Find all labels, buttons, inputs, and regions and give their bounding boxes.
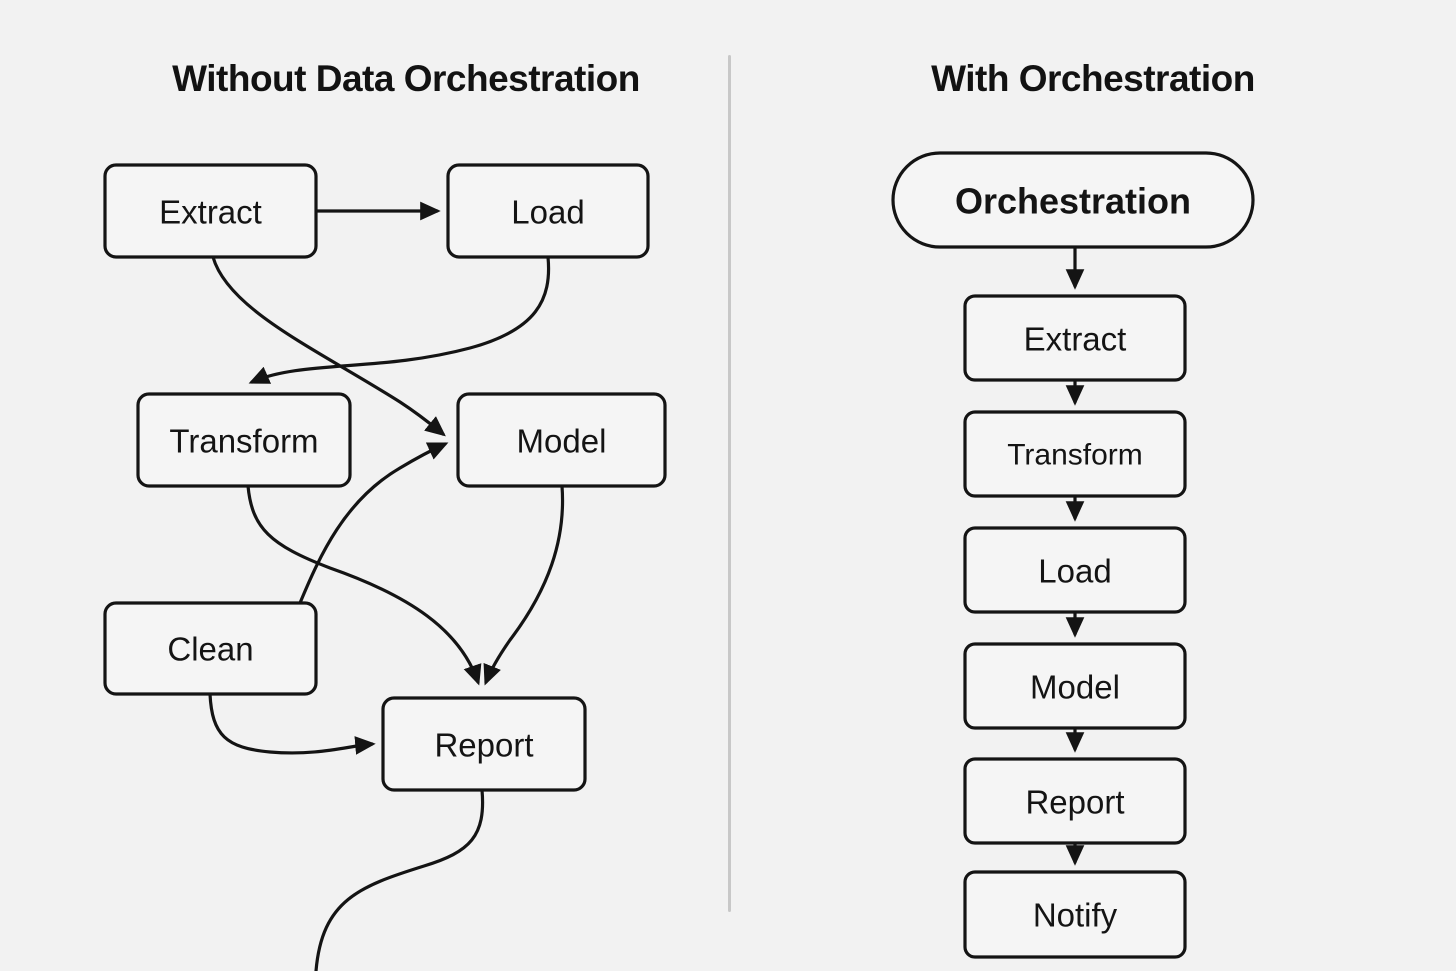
node-model-label: Model <box>517 423 607 460</box>
node-right-load[interactable]: Load <box>963 526 1187 614</box>
node-right-report-label: Report <box>1025 784 1124 821</box>
panel-divider <box>728 55 731 912</box>
node-extract-label: Extract <box>159 194 262 231</box>
edge-clean-model <box>298 442 449 605</box>
node-right-extract[interactable]: Extract <box>963 294 1187 382</box>
right-panel-title: With Orchestration <box>931 58 1255 99</box>
node-transform[interactable]: Transform <box>136 392 352 488</box>
node-extract[interactable]: Extract <box>103 163 318 259</box>
node-report[interactable]: Report <box>381 696 587 792</box>
node-clean[interactable]: Clean <box>103 601 318 696</box>
node-clean-label: Clean <box>167 631 253 668</box>
node-right-report[interactable]: Report <box>963 757 1187 845</box>
left-nodes: Extract Load Transform Model Clean Repor <box>103 163 667 792</box>
node-right-transform[interactable]: Transform <box>963 410 1187 498</box>
node-orchestration[interactable]: Orchestration <box>891 151 1255 249</box>
node-model[interactable]: Model <box>456 392 667 488</box>
node-load-label: Load <box>511 194 584 231</box>
left-edges <box>208 201 565 971</box>
node-right-model-label: Model <box>1030 669 1120 706</box>
node-right-transform-label: Transform <box>1007 439 1143 472</box>
node-right-extract-label: Extract <box>1024 321 1127 358</box>
right-nodes: Orchestration Extract Transform Load Mod… <box>891 151 1255 959</box>
node-right-model[interactable]: Model <box>963 642 1187 730</box>
left-panel-title: Without Data Orchestration <box>172 58 640 99</box>
node-load[interactable]: Load <box>446 163 650 259</box>
edge-load-transform <box>248 255 551 384</box>
node-right-load-label: Load <box>1038 553 1111 590</box>
edge-report-downstream <box>314 788 485 971</box>
edge-transform-report <box>246 484 482 686</box>
node-right-notify-label: Notify <box>1033 897 1118 934</box>
node-transform-label: Transform <box>169 423 318 460</box>
node-orchestration-label: Orchestration <box>955 181 1191 222</box>
edge-clean-report <box>208 692 376 755</box>
edge-model-report <box>483 484 565 686</box>
edge-extract-model <box>211 255 446 437</box>
node-right-notify[interactable]: Notify <box>963 870 1187 959</box>
node-report-label: Report <box>434 727 533 764</box>
